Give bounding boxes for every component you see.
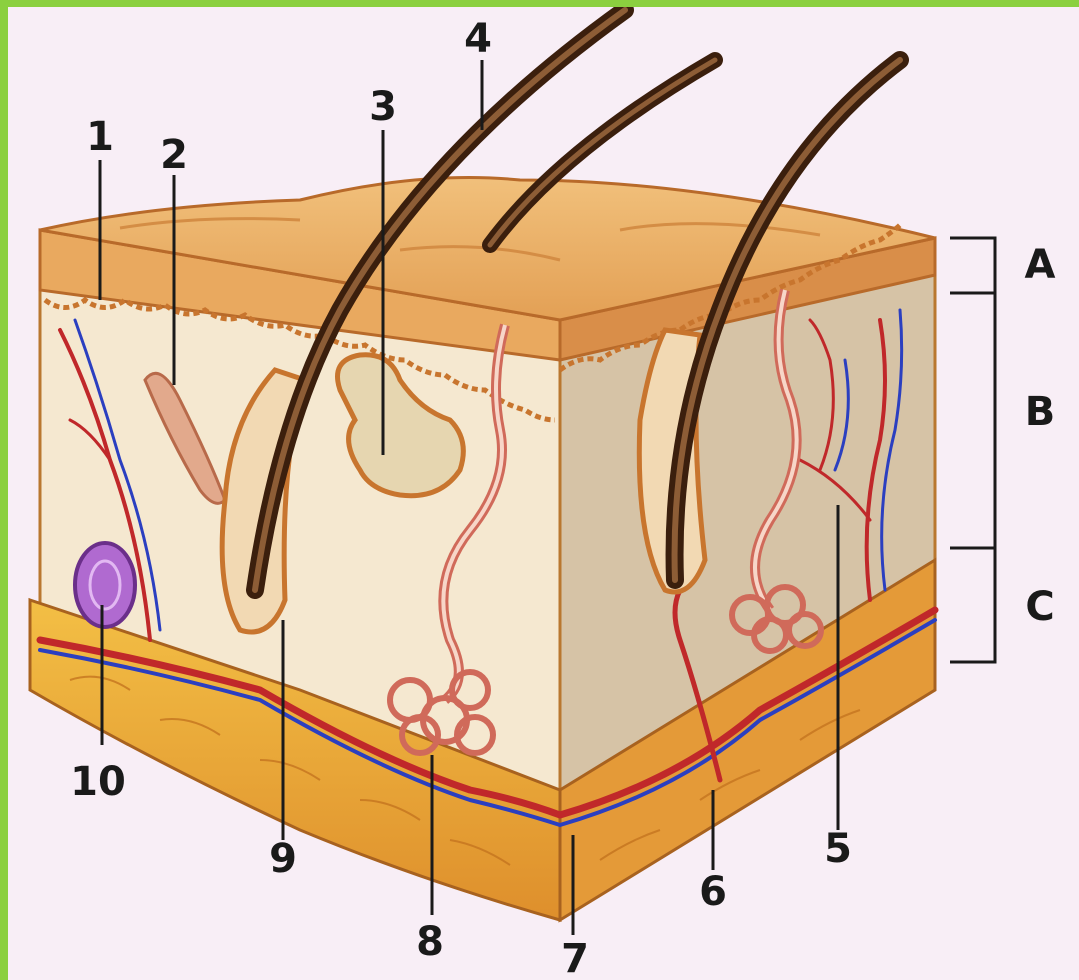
label-3: 3 bbox=[369, 84, 397, 130]
label-9: 9 bbox=[269, 836, 297, 882]
receptor bbox=[75, 543, 135, 627]
label-6: 6 bbox=[699, 869, 727, 915]
label-10: 10 bbox=[70, 759, 126, 805]
label-8: 8 bbox=[416, 919, 444, 965]
skin-block bbox=[30, 178, 935, 921]
layer-label-b: B bbox=[1025, 389, 1056, 435]
label-1: 1 bbox=[86, 114, 114, 160]
label-4: 4 bbox=[464, 16, 492, 62]
layer-label-a: A bbox=[1025, 242, 1056, 288]
label-2: 2 bbox=[160, 132, 188, 178]
layer-label-c: C bbox=[1025, 584, 1054, 630]
label-7: 7 bbox=[561, 936, 589, 980]
label-5: 5 bbox=[824, 826, 852, 872]
